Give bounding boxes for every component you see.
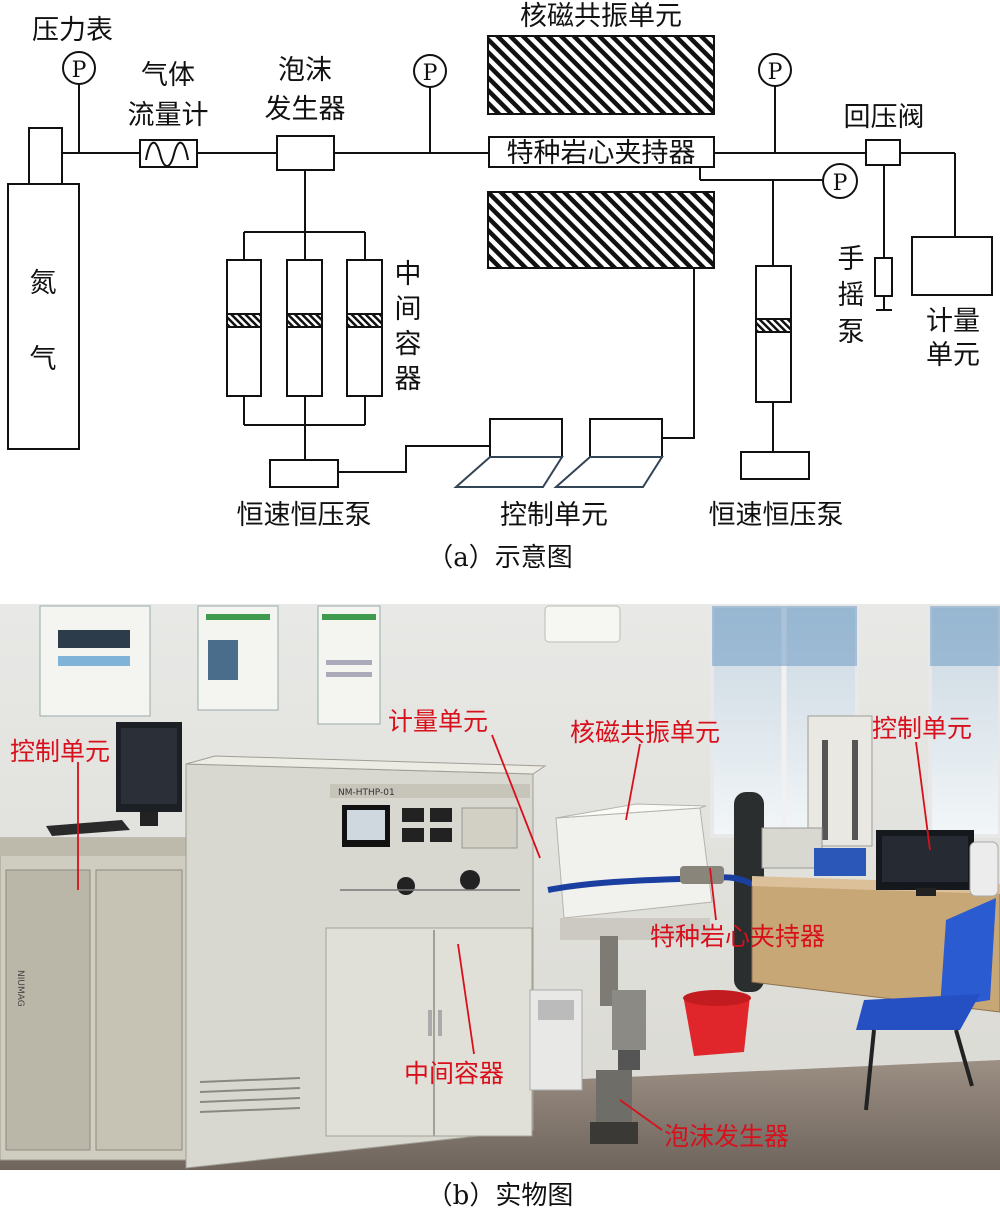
left-control-cabinet: NIUMAG: [0, 722, 189, 1161]
panel-model-text: NM-HTHP-01: [338, 788, 395, 798]
annotation-leaders: [77, 734, 931, 1131]
control-laptop-1: [453, 418, 564, 488]
right-container: [755, 265, 792, 403]
core-holder: [488, 136, 715, 168]
schematic: 氮 气 P P P P 特种岩心夹持器: [7, 1, 993, 573]
label-foam-gen-1: 泡沫: [278, 55, 332, 86]
photo-label-nmr: 核磁共振单元: [570, 718, 720, 747]
pipelines: [62, 84, 956, 473]
pressure-gauge-2: P: [413, 54, 447, 88]
label-hand-pump-3: 泵: [838, 317, 865, 348]
main-control-cabinet: NM-HTHP-01: [185, 755, 547, 1169]
label-foam-gen-2: 发生器: [265, 94, 346, 125]
nmr-instrument: [555, 803, 713, 1006]
gauge-symbol: P: [72, 58, 87, 83]
label-intermediate-2: 间: [395, 294, 422, 325]
gauge-symbol: P: [423, 61, 438, 86]
pressure-gauge-1: P: [62, 51, 96, 85]
air-conditioner: [544, 605, 621, 643]
back-pressure-valve: [865, 139, 901, 166]
label-pump-left: 恒速恒压泵: [237, 500, 372, 531]
label-metering-2: 单元: [926, 340, 980, 371]
right-workbench: [751, 715, 1000, 1013]
pump-right: [740, 451, 810, 480]
label-metering-1: 计量: [926, 306, 980, 337]
label-back-pressure-valve: 回压阀: [844, 102, 925, 133]
photo-label-foam-gen: 泡沫发生器: [664, 1122, 789, 1151]
nitrogen-cylinder: 氮 气: [7, 127, 80, 450]
caption-b: （b）实物图: [427, 1181, 574, 1211]
red-bucket: [684, 996, 750, 1056]
foam-generator: [276, 135, 335, 171]
gas-flowmeter: [139, 139, 198, 168]
cabinet-brand: NIUMAG: [15, 970, 25, 1007]
foam-generator-device: [529, 989, 646, 1144]
gauge-symbol: P: [768, 60, 783, 85]
metering-unit: [911, 236, 993, 296]
intermediate-containers: [226, 259, 383, 397]
caption-a: （a）示意图: [427, 543, 573, 573]
photo-label-control-left: 控制单元: [10, 737, 110, 766]
photo-label-metering: 计量单元: [388, 707, 488, 736]
label-intermediate-4: 器: [395, 364, 422, 395]
nitrogen-label-2: 气: [30, 344, 57, 375]
label-nmr-unit: 核磁共振单元: [520, 1, 682, 32]
hand-pump: [874, 257, 893, 297]
nmr-magnet-top: [487, 35, 715, 115]
pump-left: [269, 459, 339, 488]
wall-posters: [39, 605, 381, 725]
blue-chair: [856, 898, 996, 1111]
label-hand-pump-2: 摇: [838, 280, 865, 311]
lab-photo: NIUMAG NM-HTHP-01: [0, 604, 1000, 1211]
nitrogen-label-1: 氮: [30, 268, 57, 299]
core-holder-label: 特种岩心夹持器: [507, 138, 696, 169]
label-pump-right: 恒速恒压泵: [709, 500, 844, 531]
gauge-symbol: P: [833, 171, 848, 196]
control-laptop-2: [553, 418, 664, 488]
photo-label-control-right: 控制单元: [872, 714, 972, 743]
label-flowmeter-2: 流量计: [128, 100, 209, 131]
photo-label-intermediate: 中间容器: [404, 1059, 504, 1088]
nmr-magnet-bottom: [487, 191, 715, 269]
photo-label-core-holder: 特种岩心夹持器: [650, 922, 825, 951]
label-intermediate-1: 中: [395, 259, 422, 290]
label-intermediate-3: 容: [395, 329, 422, 360]
pressure-gauge-3: P: [758, 53, 792, 87]
label-pressure-gauge: 压力表: [32, 15, 113, 46]
label-control-unit: 控制单元: [500, 500, 608, 531]
label-hand-pump-1: 手: [838, 244, 865, 275]
label-flowmeter-1: 气体: [141, 60, 195, 91]
pressure-gauge-4: P: [822, 163, 858, 199]
